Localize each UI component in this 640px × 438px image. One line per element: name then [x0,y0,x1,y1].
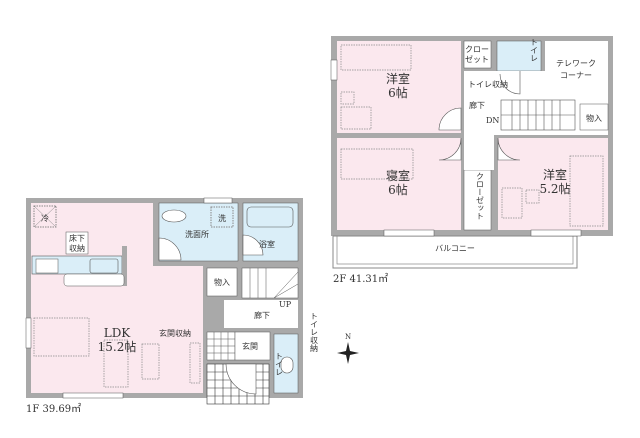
door-washroom[interactable] [158,237,182,261]
stairs-dn-label: DN [486,116,499,125]
hallway-1f [224,300,298,328]
stove [35,258,59,274]
underfloor-label-1: 床下 [69,233,85,243]
bedroom-size: 6帖 [388,182,408,197]
western-5-2-size: 5.2帖 [539,181,570,196]
entrance-door[interactable] [225,363,257,395]
western-6-name: 洋室 [386,71,410,86]
balcony [332,235,578,269]
1f-area-label: 1F 39.69㎡ [26,403,81,415]
wash-basin [161,209,187,223]
tile-grid [207,332,235,360]
balcony-label: バルコニー [435,244,475,253]
door-western-6[interactable] [438,107,462,131]
furniture-1f [33,317,201,388]
closet-top-label-2: ゼット [465,54,489,64]
2f-area-label: 2F 41.31㎡ [333,273,388,285]
windows-1f [25,197,233,399]
ldk-name: LDK [104,326,132,340]
hallway-1f-label: 廊下 [254,310,270,320]
telework-label-2: コーナー [560,71,592,80]
storage-1f-label: 物入 [214,277,230,287]
fridge-label: 冷 [41,213,49,223]
floor-2: 洋室 6帖 クロー ゼット トイレ トイレ収納 テレワーク コーナー 廊下 DN… [330,36,613,285]
toilet-2f-label: トイレ [530,38,539,62]
closet-top-label-1: クロー [465,45,489,54]
closet-mid [463,169,492,231]
washer-label: 洗 [218,213,226,223]
compass-north-label: N [345,333,351,341]
floor-1: 冷 床下 収納 LDK 15.2帖 洗面所 洗 浴室 物入 UP 廊下 玄関収納… [25,197,319,415]
washer-space [210,206,234,228]
toilet-2f [496,40,542,72]
room-western-5-2 [498,138,608,230]
fridge [33,205,57,228]
bathtub [246,206,294,228]
stair-treads-2f [501,100,575,130]
hallway-2f-label: 廊下 [469,100,485,110]
kitchen-sink [89,258,119,274]
door-toilet-2f[interactable] [499,71,521,95]
closet-top [463,40,492,69]
ldk-size: 15.2帖 [98,339,137,354]
western-5-2-name: 洋室 [543,167,567,182]
washroom-label: 洗面所 [185,229,209,239]
storage-2f-label: 物入 [586,113,602,123]
closet-mid-label: クローゼット [476,172,485,220]
room-western-6 [337,41,461,133]
stairs-up-label: UP [279,300,292,309]
entrance-label: 玄関 [242,341,258,351]
counter-bar [63,273,125,287]
toilet-bowl [280,356,294,374]
entrance-storage-label: 玄関収納 [159,328,191,338]
door-western-5-2[interactable] [497,137,521,161]
telework-label-1: テレワーク [556,59,596,68]
toilet-storage-2f-label: トイレ収納 [468,79,508,89]
underfloor-storage [65,231,89,255]
windows-2f [330,59,582,237]
bathroom-label: 浴室 [259,239,275,249]
stairs-1f [241,267,299,299]
furniture-2f [340,44,604,227]
storage-2f [579,103,609,131]
storage-1f [206,267,238,297]
door-bedroom[interactable] [438,137,462,161]
compass-star-icon [337,342,359,364]
toilet-1f-label: トイレ [275,352,284,376]
compass: N [337,333,359,364]
room-bedroom [337,138,461,230]
entrance [234,331,271,361]
hall-gap [464,135,494,170]
bedroom-name: 寝室 [386,168,410,183]
toilet-storage-1f-label: トイレ収納 [310,312,319,353]
western-6-size: 6帖 [388,85,408,100]
underfloor-label-2: 収納 [69,243,85,253]
door-bathroom[interactable] [242,234,264,256]
